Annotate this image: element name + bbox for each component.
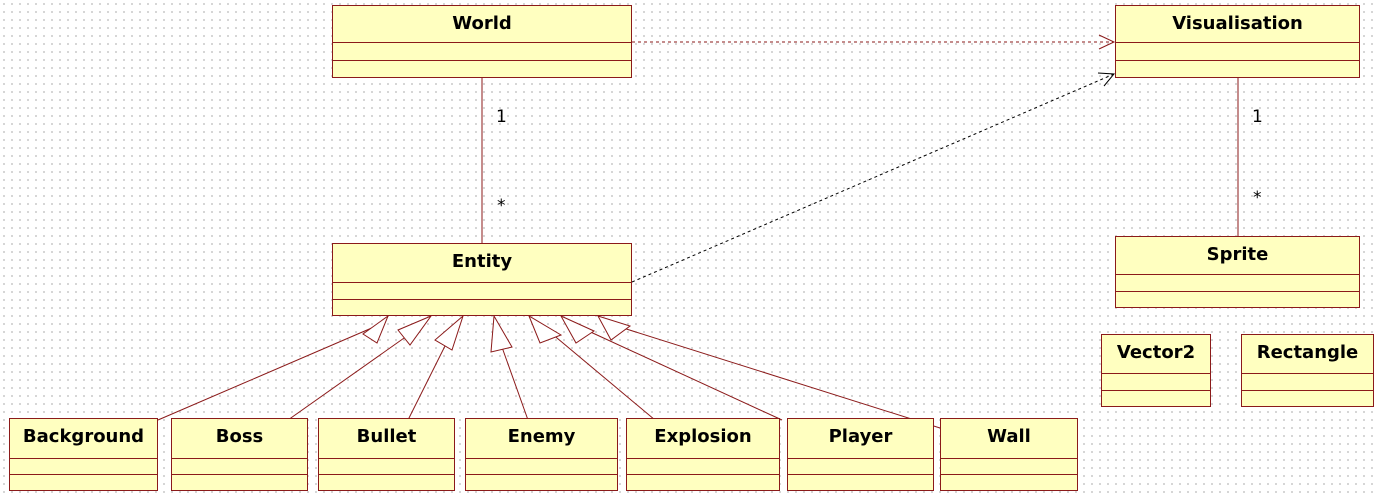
class-name: Bullet xyxy=(319,419,454,459)
attributes-compartment xyxy=(788,459,933,474)
multiplicity-world-end: 1 xyxy=(496,107,507,127)
generalization-triangle xyxy=(397,314,433,346)
class-name: Wall xyxy=(941,419,1077,459)
generalization-player[interactable] xyxy=(583,328,783,421)
class-name: Vector2 xyxy=(1102,335,1210,374)
operations-compartment xyxy=(1116,290,1359,308)
class-name: Entity xyxy=(333,244,631,283)
attributes-compartment xyxy=(1116,275,1359,291)
generalization-triangle xyxy=(434,314,465,351)
operations-compartment xyxy=(941,474,1077,490)
generalization-triangle xyxy=(527,314,563,344)
generalization-background[interactable] xyxy=(157,326,375,421)
class-player[interactable]: Player xyxy=(787,418,934,491)
generalization-triangle xyxy=(596,315,632,341)
attributes-compartment xyxy=(319,459,454,474)
class-name: World xyxy=(333,6,631,43)
class-name: Explosion xyxy=(627,419,779,459)
class-name: Background xyxy=(10,419,157,459)
operations-compartment xyxy=(627,474,779,490)
class-wall[interactable]: Wall xyxy=(940,418,1078,491)
class-name: Sprite xyxy=(1116,237,1359,275)
attributes-compartment xyxy=(627,459,779,474)
attributes-compartment xyxy=(1116,43,1359,60)
generalization-wall[interactable] xyxy=(619,326,941,429)
attributes-compartment xyxy=(333,283,631,299)
operations-compartment xyxy=(1116,59,1359,78)
class-name: Player xyxy=(788,419,933,459)
operations-compartment xyxy=(788,474,933,490)
class-name: Rectangle xyxy=(1242,335,1373,374)
generalization-triangle xyxy=(490,314,513,353)
class-bullet[interactable]: Bullet xyxy=(318,418,455,491)
attributes-compartment xyxy=(333,43,631,60)
class-entity[interactable]: Entity xyxy=(332,243,632,316)
dependency-arrowhead-entity xyxy=(1097,72,1116,87)
class-visualisation[interactable]: Visualisation xyxy=(1115,5,1360,78)
operations-compartment xyxy=(1242,389,1373,407)
dependency-entity-visualisation[interactable] xyxy=(631,73,1115,283)
class-name: Boss xyxy=(172,419,307,459)
generalization-bullet[interactable] xyxy=(407,333,452,421)
operations-compartment xyxy=(466,474,617,490)
class-explosion[interactable]: Explosion xyxy=(626,418,780,491)
class-name: Visualisation xyxy=(1116,6,1359,43)
attributes-compartment xyxy=(466,459,617,474)
attributes-compartment xyxy=(941,459,1077,474)
generalization-triangle xyxy=(559,314,596,344)
class-world[interactable]: World xyxy=(332,5,632,78)
operations-compartment xyxy=(319,474,454,490)
generalization-boss[interactable] xyxy=(287,330,415,421)
generalization-enemy[interactable] xyxy=(497,335,529,421)
operations-compartment xyxy=(10,474,157,490)
generalization-explosion[interactable] xyxy=(550,332,656,421)
class-vector2[interactable]: Vector2 xyxy=(1101,334,1211,407)
class-boss[interactable]: Boss xyxy=(171,418,308,491)
attributes-compartment xyxy=(10,459,157,474)
class-name: Enemy xyxy=(466,419,617,459)
dependency-arrowhead-world xyxy=(1098,34,1116,50)
generalization-triangle xyxy=(362,314,390,344)
multiplicity-sprite-end: * xyxy=(1253,188,1262,208)
attributes-compartment xyxy=(172,459,307,474)
class-rectangle[interactable]: Rectangle xyxy=(1241,334,1374,407)
operations-compartment xyxy=(1102,389,1210,407)
operations-compartment xyxy=(172,474,307,490)
attributes-compartment xyxy=(1102,374,1210,390)
class-sprite[interactable]: Sprite xyxy=(1115,236,1360,308)
operations-compartment xyxy=(333,59,631,78)
class-enemy[interactable]: Enemy xyxy=(465,418,618,491)
class-background[interactable]: Background xyxy=(9,418,158,491)
attributes-compartment xyxy=(1242,374,1373,390)
multiplicity-entity-end: * xyxy=(497,196,506,216)
multiplicity-visualisation-end: 1 xyxy=(1252,107,1263,127)
operations-compartment xyxy=(333,298,631,316)
